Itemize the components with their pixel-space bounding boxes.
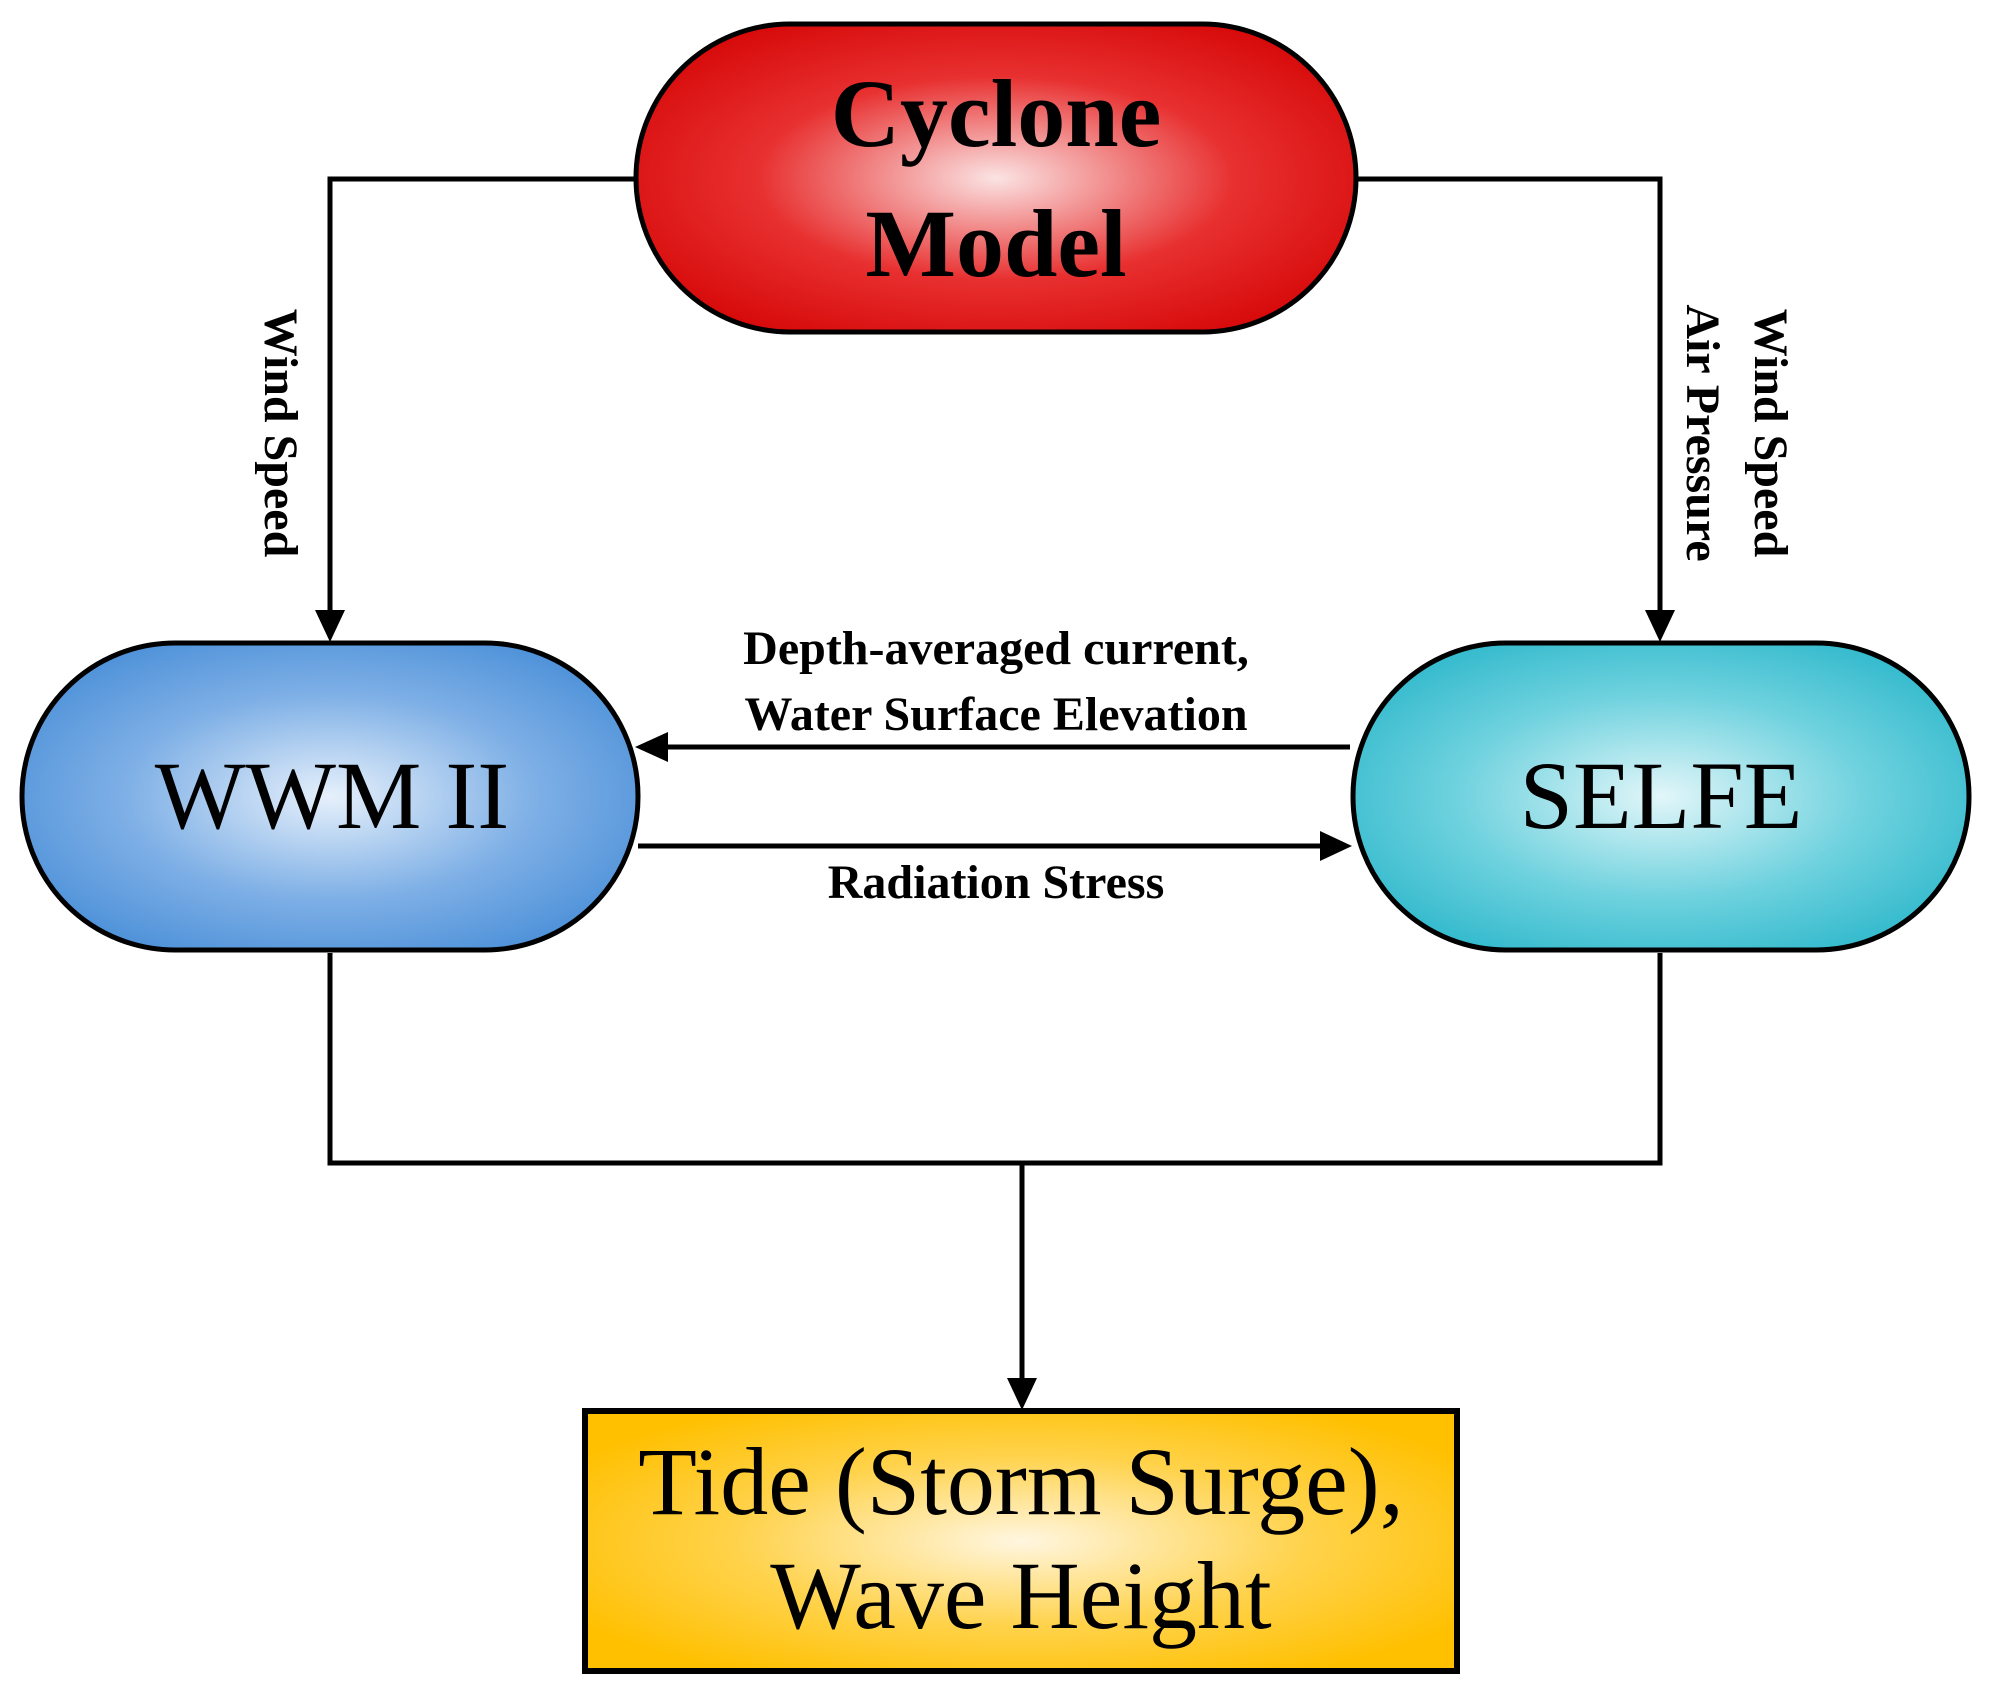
- node-output-label-line2: Wave Height: [770, 1542, 1272, 1649]
- arrowhead-icon: [1007, 1378, 1037, 1410]
- edge-label-selfe-to-wwm-line1: Depth-averaged current,: [743, 622, 1249, 675]
- node-wwm-label: WWM II: [155, 742, 510, 849]
- node-cyclone-label-line2: Model: [865, 190, 1126, 297]
- node-wwm-ii: WWM II: [19, 640, 641, 953]
- edge-wwm-to-merge: [327, 953, 1022, 1166]
- edge-label-cyclone-to-selfe-line2: Air Pressure: [1676, 304, 1729, 561]
- node-selfe-label: SELFE: [1520, 742, 1803, 849]
- edge-cyclone-to-wwm: [327, 176, 635, 610]
- edge-label-wwm-to-selfe: Radiation Stress: [828, 856, 1165, 909]
- edge-label-selfe-to-wwm-line2: Water Surface Elevation: [744, 688, 1247, 741]
- node-output: Tide (Storm Surge), Wave Height: [582, 1408, 1460, 1674]
- arrowhead-icon: [635, 732, 668, 762]
- edge-label-cyclone-to-wwm: Wind Speed: [254, 309, 307, 558]
- edge-selfe-to-merge: [1022, 953, 1663, 1166]
- edge-cyclone-to-selfe: [1355, 176, 1663, 610]
- node-output-label-line1: Tide (Storm Surge),: [638, 1428, 1403, 1535]
- edge-label-cyclone-to-selfe-line1: Wind Speed: [1744, 309, 1797, 558]
- arrowhead-icon: [1320, 831, 1352, 861]
- connectors: [315, 176, 1675, 1410]
- edge-labels: Wind Speed Wind Speed Air Pressure Depth…: [254, 304, 1797, 909]
- node-cyclone-model: Cyclone Model: [633, 21, 1359, 335]
- arrowhead-icon: [315, 610, 345, 642]
- node-selfe: SELFE: [1350, 640, 1972, 953]
- node-cyclone-label-line1: Cyclone: [831, 60, 1162, 167]
- arrowhead-icon: [1645, 610, 1675, 642]
